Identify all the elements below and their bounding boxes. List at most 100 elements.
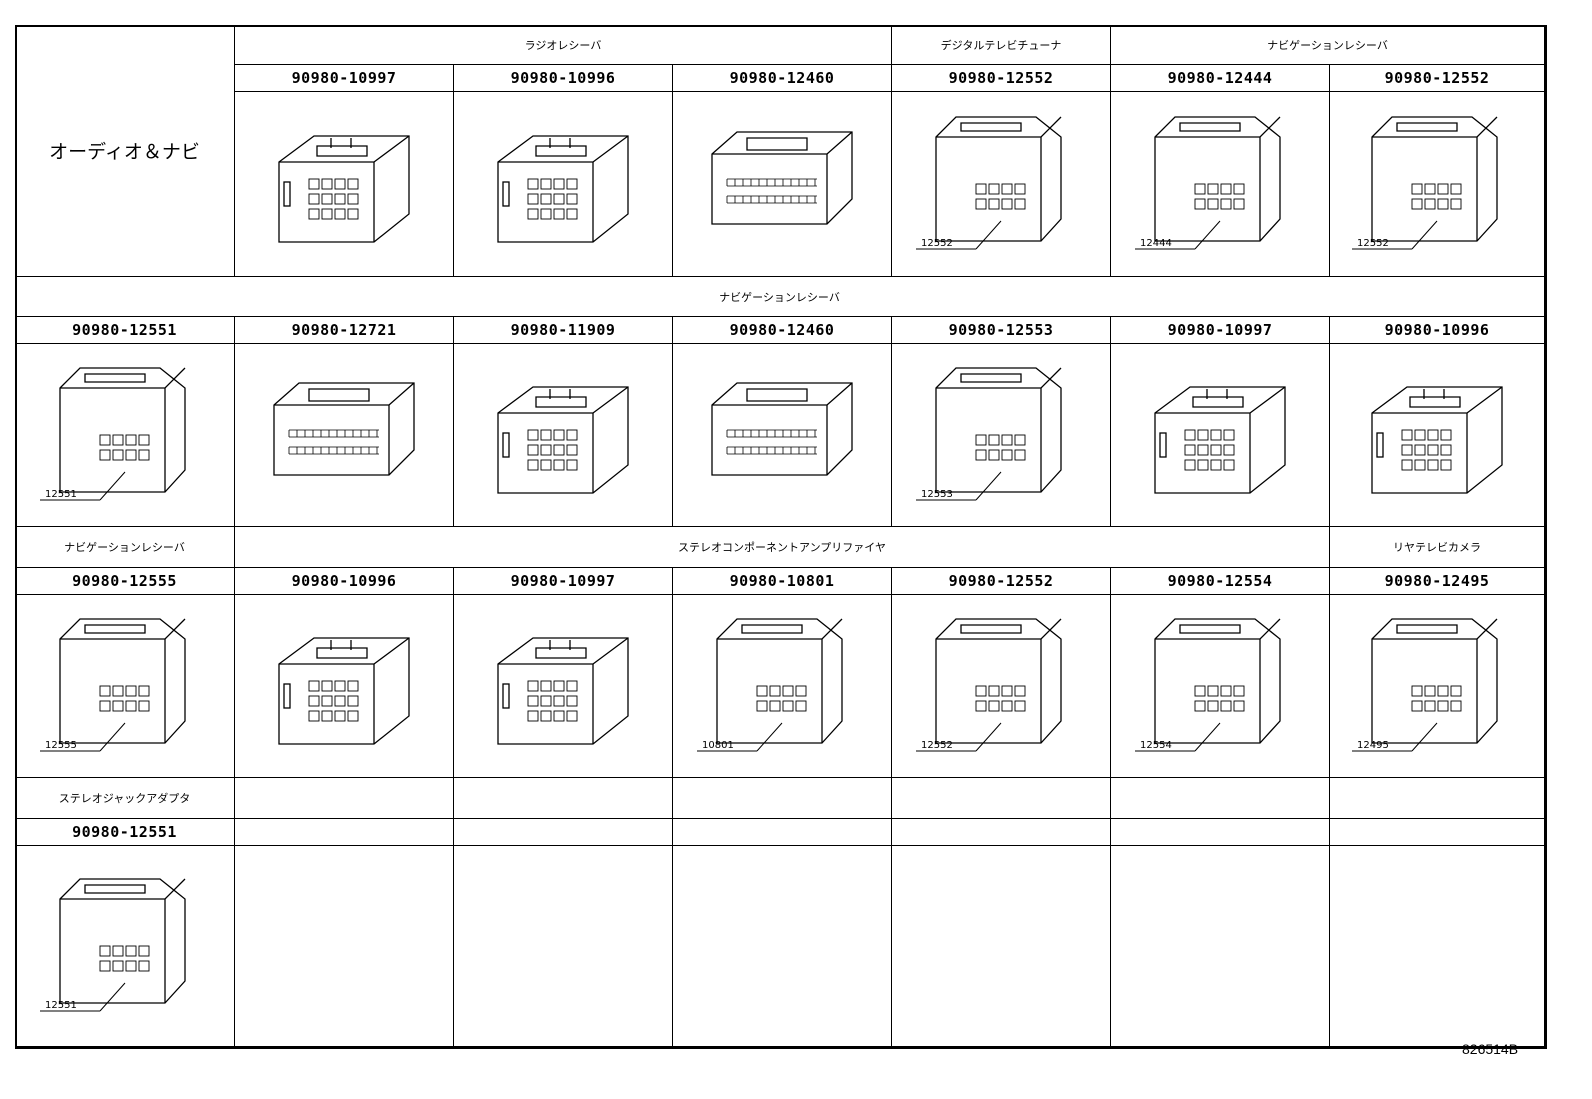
section-header-radio: ラジオレシーバ bbox=[235, 25, 892, 65]
connector-illustration bbox=[1371, 386, 1503, 494]
part-number: 90980-12495 bbox=[1330, 568, 1545, 595]
connector-drawing: 10801 bbox=[673, 595, 892, 778]
connector-drawing bbox=[1330, 344, 1545, 527]
connector-illustration: 12553 bbox=[916, 367, 1062, 501]
connector-drawing: 12551 bbox=[15, 344, 235, 527]
connector-illustration bbox=[1154, 386, 1286, 494]
connector-drawing bbox=[1111, 344, 1330, 527]
part-number: 90980-12444 bbox=[1111, 65, 1330, 92]
part-number: 90980-10996 bbox=[1330, 317, 1545, 344]
callout-label: 12554 bbox=[1140, 740, 1172, 751]
empty-cell bbox=[1330, 778, 1545, 819]
callout-label: 12552 bbox=[921, 740, 953, 751]
part-number: 90980-12551 bbox=[15, 819, 235, 846]
connector-illustration: 12554 bbox=[1135, 618, 1281, 752]
part-number: 90980-12460 bbox=[673, 65, 892, 92]
connector-illustration: 12551 bbox=[39, 878, 186, 1012]
section-label: ステレオコンポーネントアンプリファイヤ bbox=[678, 541, 886, 554]
connector-drawing: 12552 bbox=[1330, 92, 1545, 277]
connector-drawing bbox=[235, 595, 454, 778]
section-header-tv-tuner: デジタルテレビチューナ bbox=[892, 25, 1111, 65]
connector-drawing: 12555 bbox=[15, 595, 235, 778]
empty-cell bbox=[1330, 846, 1545, 1047]
connector-illustration bbox=[278, 637, 410, 745]
part-number: 90980-12552 bbox=[892, 568, 1111, 595]
connector-illustration bbox=[497, 386, 629, 494]
part-number-text: 90980-10997 bbox=[291, 69, 397, 87]
part-number-text: 90980-12553 bbox=[948, 321, 1054, 339]
part-number-text: 90980-12551 bbox=[72, 823, 177, 841]
empty-cell bbox=[235, 846, 454, 1047]
section-header-nav: ナビゲーションレシーバ bbox=[15, 277, 1545, 317]
callout-label: 12444 bbox=[1140, 238, 1172, 249]
connector-drawing bbox=[673, 344, 892, 527]
callout-label: 12555 bbox=[45, 740, 77, 751]
connector-illustration bbox=[497, 637, 629, 745]
connector-illustration: 12552 bbox=[916, 618, 1062, 752]
empty-cell bbox=[1111, 846, 1330, 1047]
connector-drawing: 12554 bbox=[1111, 595, 1330, 778]
connector-illustration bbox=[711, 382, 853, 476]
part-number-text: 90980-12460 bbox=[729, 321, 835, 339]
part-number-text: 90980-10996 bbox=[510, 69, 616, 87]
callout-label: 12551 bbox=[45, 489, 77, 500]
empty-cell bbox=[673, 778, 892, 819]
connector-illustration: 12552 bbox=[1352, 116, 1498, 250]
connector-drawing bbox=[673, 92, 892, 277]
connector-drawing bbox=[235, 344, 454, 527]
part-number-text: 90980-12554 bbox=[1167, 572, 1273, 590]
part-number: 90980-10801 bbox=[673, 568, 892, 595]
connector-drawing: 12551 bbox=[15, 846, 235, 1047]
section-header-camera: リヤテレビカメラ bbox=[1330, 527, 1545, 568]
part-number-text: 90980-10997 bbox=[1167, 321, 1273, 339]
section-label: リヤテレビカメラ bbox=[1393, 541, 1481, 554]
part-number: 90980-11909 bbox=[454, 317, 673, 344]
part-number-text: 90980-12552 bbox=[948, 572, 1054, 590]
empty-cell bbox=[454, 846, 673, 1047]
empty-cell bbox=[892, 819, 1111, 846]
connector-drawing bbox=[454, 595, 673, 778]
part-number-text: 90980-12721 bbox=[291, 321, 397, 339]
connector-drawing: 12552 bbox=[892, 92, 1111, 277]
connector-drawing: 12495 bbox=[1330, 595, 1545, 778]
part-number-text: 90980-12552 bbox=[1384, 69, 1490, 87]
connector-drawing bbox=[235, 92, 454, 277]
connector-illustration: 12555 bbox=[39, 618, 186, 752]
figure-id: 826514B bbox=[1462, 1041, 1519, 1057]
empty-cell bbox=[235, 819, 454, 846]
connector-table: オーディオ＆ナビ ラジオレシーバ デジタルテレビチューナ ナビゲーションレシーバ… bbox=[15, 25, 1545, 1047]
part-number: 90980-10996 bbox=[235, 568, 454, 595]
part-number: 90980-10997 bbox=[1111, 317, 1330, 344]
table-title: オーディオ＆ナビ bbox=[15, 25, 235, 277]
part-number: 90980-12554 bbox=[1111, 568, 1330, 595]
callout-label: 12551 bbox=[45, 1000, 77, 1011]
section-label: ナビゲーションレシーバ bbox=[1267, 38, 1388, 52]
part-number: 90980-12460 bbox=[673, 317, 892, 344]
callout-label: 12495 bbox=[1357, 740, 1389, 751]
title-text: オーディオ＆ナビ bbox=[49, 141, 200, 163]
section-header-jack-adapter: ステレオジャックアダプタ bbox=[15, 778, 235, 819]
empty-cell bbox=[673, 846, 892, 1047]
empty-cell bbox=[1111, 819, 1330, 846]
empty-cell bbox=[235, 778, 454, 819]
section-label: ナビゲーションレシーバ bbox=[719, 290, 840, 304]
part-number-text: 90980-10996 bbox=[1384, 321, 1490, 339]
part-number: 90980-12552 bbox=[892, 65, 1111, 92]
empty-cell bbox=[1330, 819, 1545, 846]
part-number-text: 90980-11909 bbox=[510, 321, 616, 339]
callout-label: 12552 bbox=[921, 238, 953, 249]
connector-illustration: 10801 bbox=[697, 618, 843, 752]
section-label: ステレオジャックアダプタ bbox=[58, 792, 191, 805]
connector-drawing bbox=[454, 344, 673, 527]
part-number-text: 90980-10801 bbox=[729, 572, 835, 590]
part-number-text: 90980-12552 bbox=[948, 69, 1054, 87]
empty-cell bbox=[454, 778, 673, 819]
part-number-text: 90980-12551 bbox=[72, 321, 177, 339]
part-number: 90980-12553 bbox=[892, 317, 1111, 344]
section-label: ラジオレシーバ bbox=[524, 38, 602, 52]
section-label: デジタルテレビチューナ bbox=[940, 38, 1062, 52]
part-number: 90980-12552 bbox=[1330, 65, 1545, 92]
empty-cell bbox=[1111, 778, 1330, 819]
part-number-text: 90980-12555 bbox=[72, 572, 177, 590]
connector-illustration bbox=[711, 131, 853, 225]
